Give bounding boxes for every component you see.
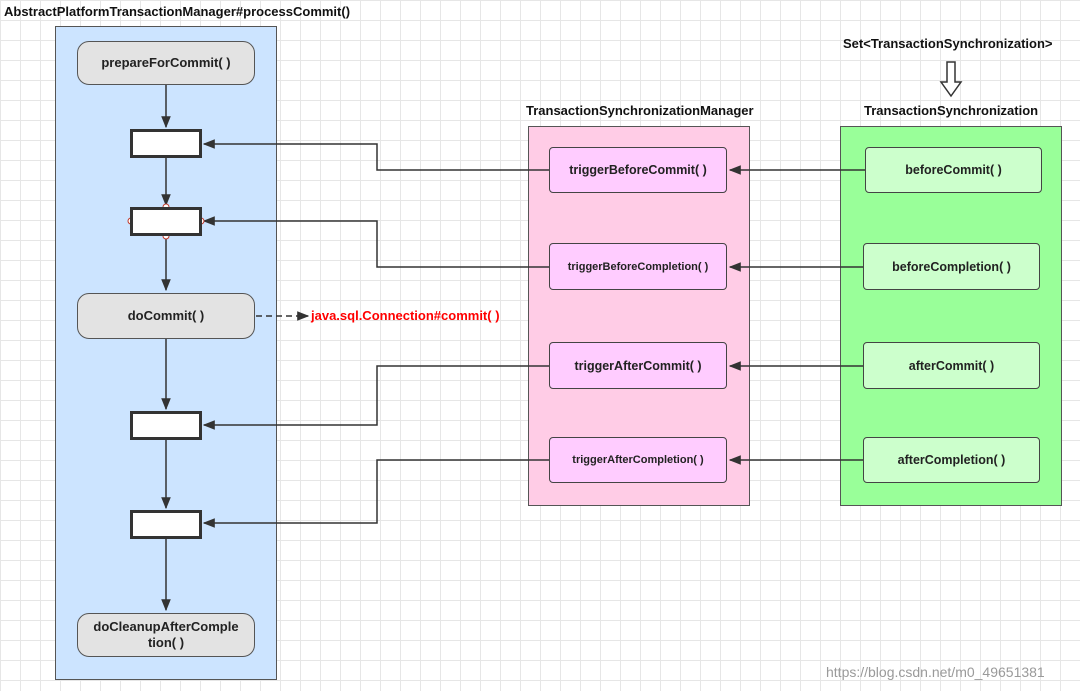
sync-bar-after-commit[interactable] (130, 411, 202, 440)
after-commit-node[interactable]: afterCommit( ) (863, 342, 1040, 389)
external-call-label: java.sql.Connection#commit( ) (311, 308, 500, 323)
do-cleanup-after-completion-node[interactable]: doCleanupAfterComple tion( ) (77, 613, 255, 657)
sync-bar-before-commit[interactable] (130, 129, 202, 158)
trigger-before-completion-node[interactable]: triggerBeforeCompletion( ) (549, 243, 727, 290)
process-title: AbstractPlatformTransactionManager#proce… (4, 4, 351, 19)
sync-title: TransactionSynchronization (864, 103, 1039, 118)
before-completion-node[interactable]: beforeCompletion( ) (863, 243, 1040, 290)
trigger-after-completion-node[interactable]: triggerAfterCompletion( ) (549, 437, 727, 483)
watermark-text: https://blog.csdn.net/m0_49651381 (826, 664, 1045, 680)
down-arrow-icon (939, 61, 963, 98)
sync-bar-before-completion[interactable] (130, 207, 202, 236)
wire-after-commit (202, 365, 549, 430)
before-commit-node[interactable]: beforeCommit( ) (865, 147, 1042, 193)
after-completion-node[interactable]: afterCompletion( ) (863, 437, 1040, 483)
do-commit-node[interactable]: doCommit( ) (77, 293, 255, 339)
prepare-for-commit-node[interactable]: prepareForCommit( ) (77, 41, 255, 85)
wire-before-commit (202, 139, 549, 171)
wire-after-completion (202, 459, 549, 528)
trigger-after-commit-node[interactable]: triggerAfterCommit( ) (549, 342, 727, 389)
trigger-before-commit-node[interactable]: triggerBeforeCommit( ) (549, 147, 727, 193)
manager-title: TransactionSynchronizationManager (526, 103, 754, 118)
sync-bar-after-completion[interactable] (130, 510, 202, 539)
wire-before-completion (202, 216, 549, 268)
set-label: Set<TransactionSynchronization> (843, 36, 1053, 51)
